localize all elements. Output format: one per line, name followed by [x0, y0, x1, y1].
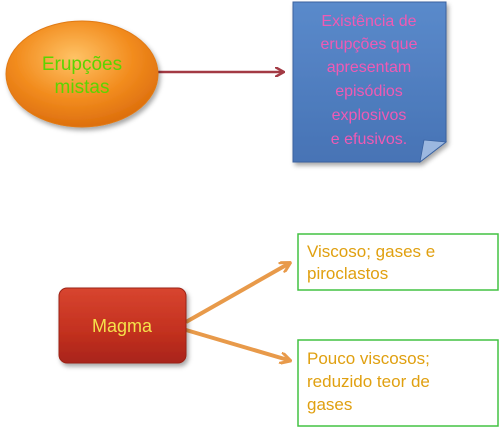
pouco-viscosos-line-2: reduzido teor de: [307, 372, 430, 391]
connector-magma-to-pouco-viscosos: [185, 328, 288, 360]
viscoso-line-2: piroclastos: [307, 264, 388, 283]
pouco-viscosos-line-1: Pouco viscosos;: [307, 349, 430, 368]
node-magma: Magma: [58, 287, 187, 364]
pouco-viscosos-line-3: gases: [307, 395, 352, 414]
node-existencia: Existência de erupções que apresentam ep…: [292, 1, 448, 163]
existencia-line-3: apresentam: [327, 59, 412, 76]
node-viscoso: Viscoso; gases e piroclastos: [297, 233, 499, 291]
existencia-line-4: episódios: [335, 83, 403, 100]
erupcoes-mistas-line-1: Erupções: [42, 54, 122, 75]
existencia-line-2: erupções que: [321, 36, 418, 53]
viscoso-line-1: Viscoso; gases e: [307, 242, 435, 261]
existencia-line-6: e efusivos.: [331, 131, 407, 148]
existencia-line-5: explosivos: [332, 107, 407, 124]
node-pouco-viscosos: Pouco viscosos; reduzido teor de gases: [297, 339, 499, 427]
erupcoes-mistas-line-2: mistas: [55, 77, 110, 98]
existencia-line-1: Existência de: [321, 13, 416, 30]
magma-label: Magma: [92, 316, 153, 336]
connector-magma-to-viscoso: [185, 264, 288, 324]
node-erupcoes-mistas: Erupções mistas: [5, 20, 159, 128]
